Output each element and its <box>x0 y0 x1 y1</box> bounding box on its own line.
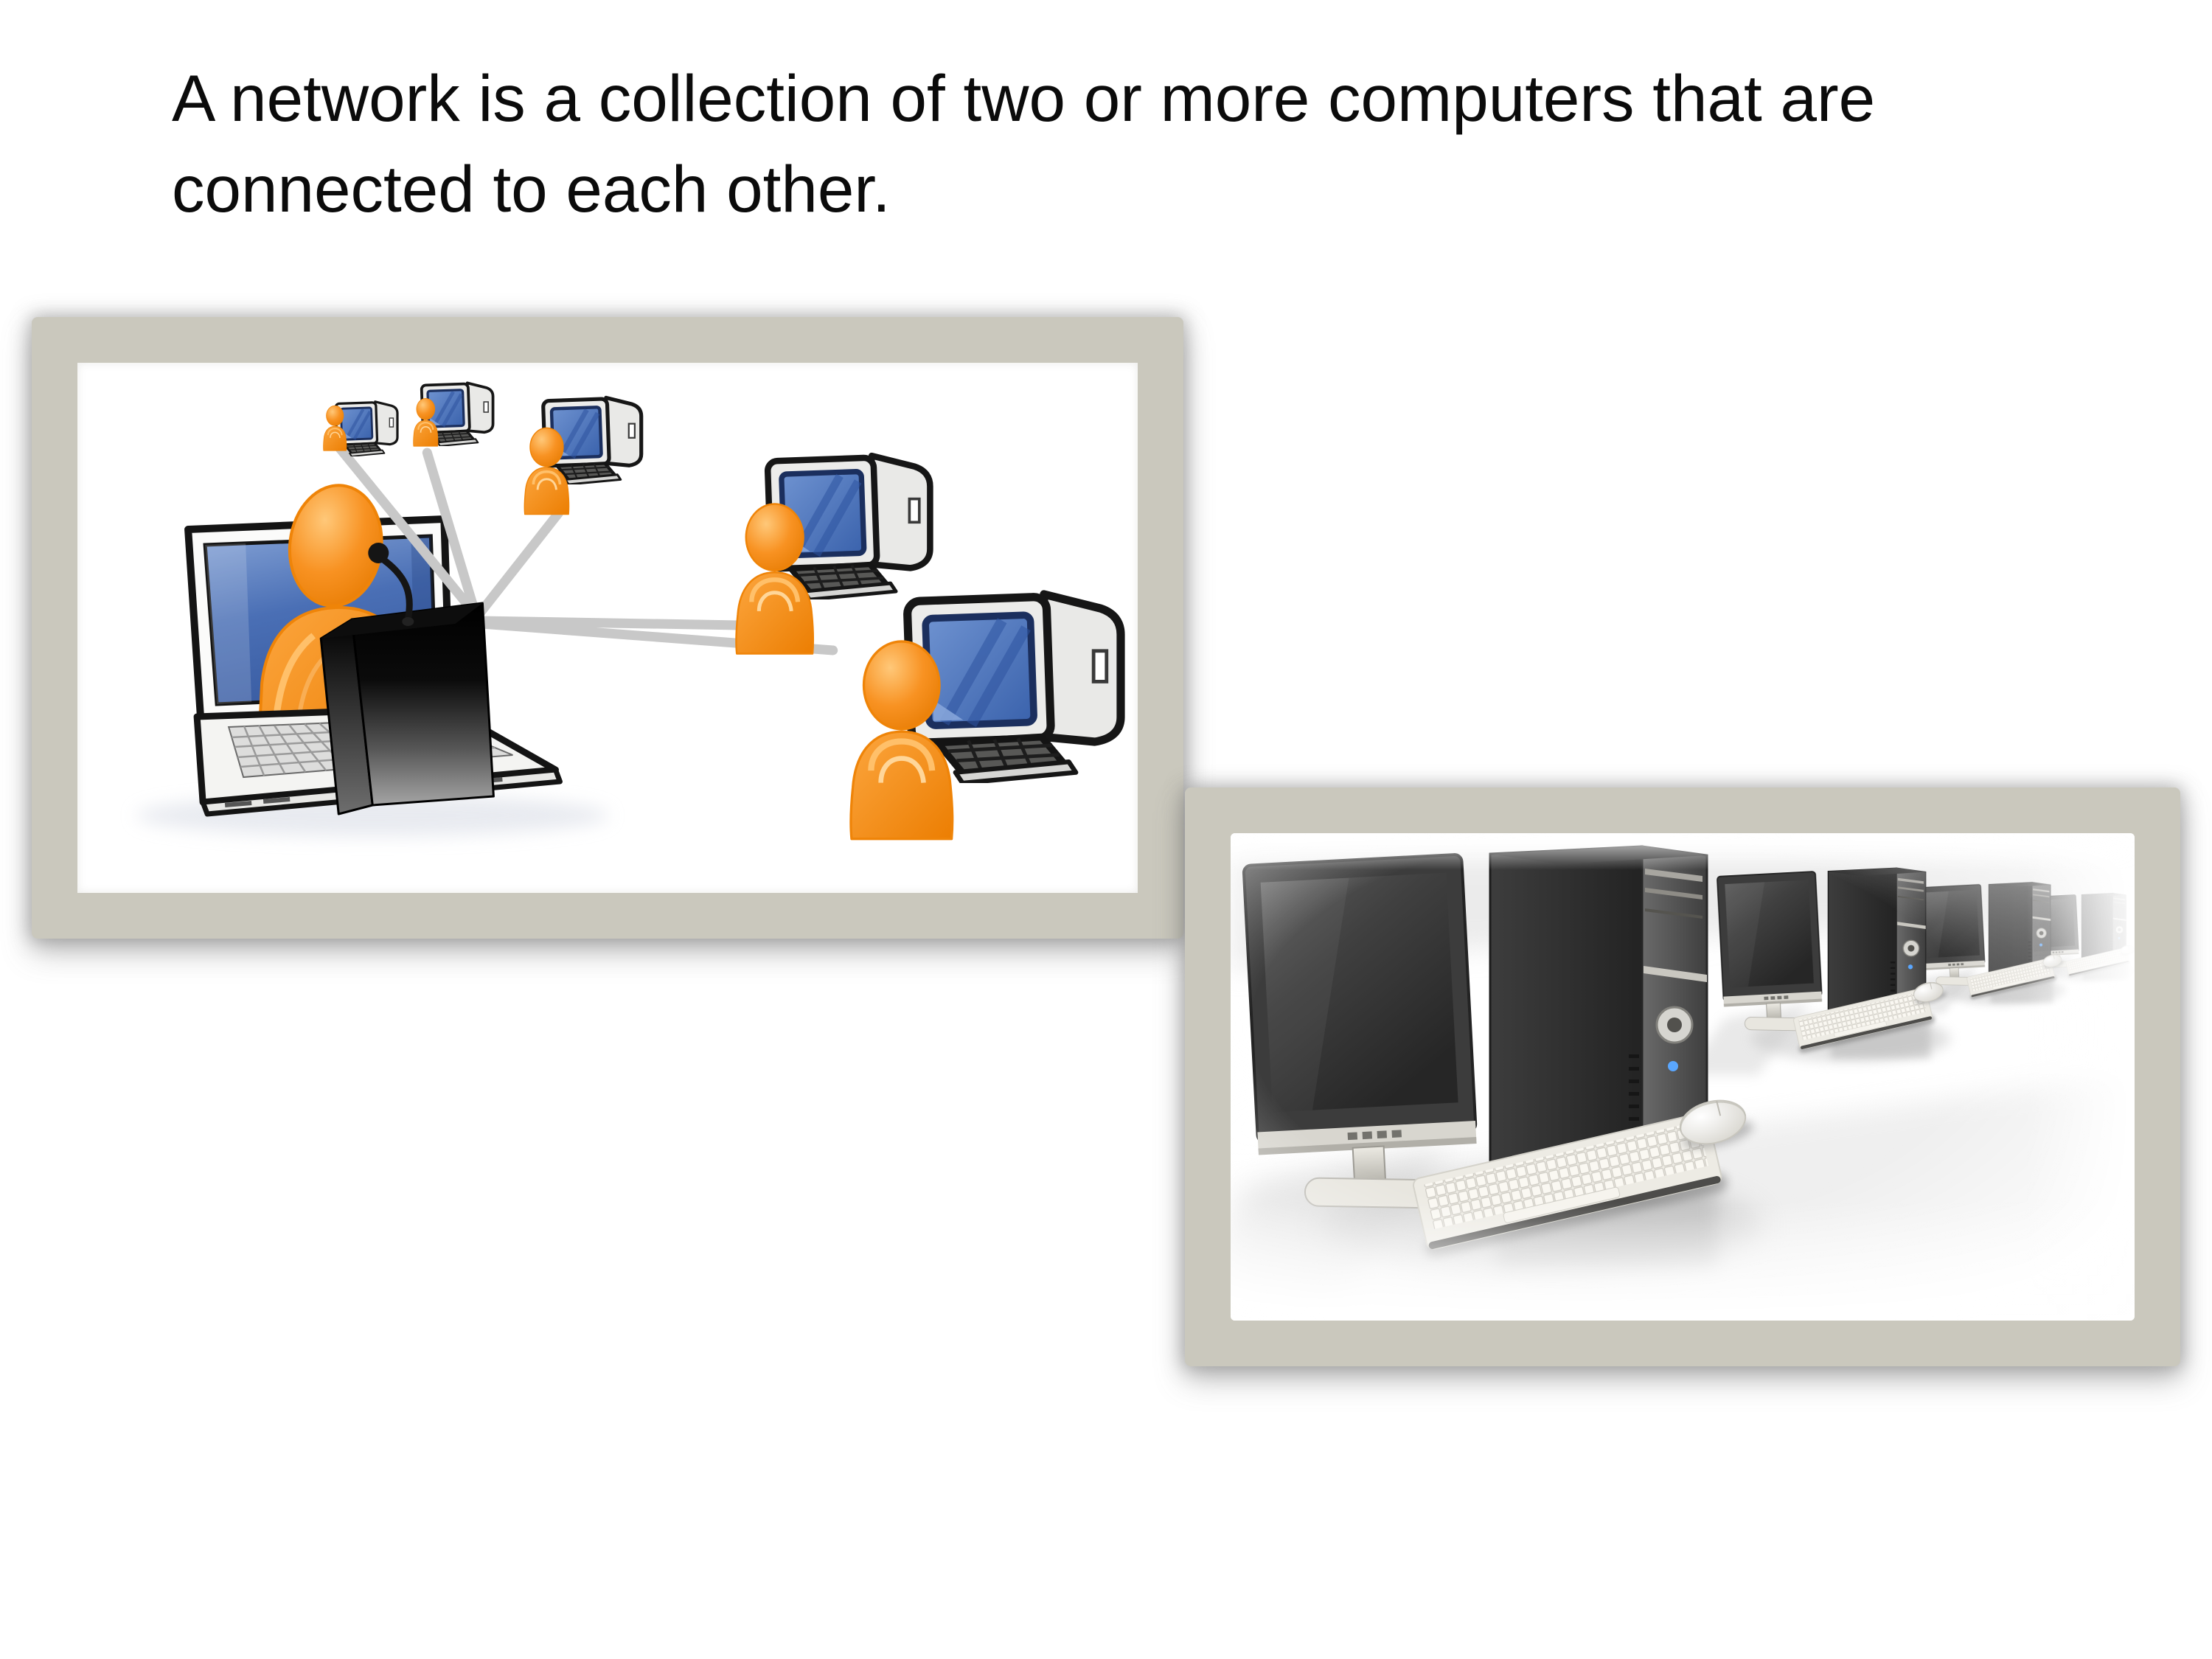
headset-microphone-icon <box>368 543 414 626</box>
audience-station-5 <box>851 594 1121 839</box>
podium <box>319 602 495 815</box>
audience-station-4 <box>736 456 930 653</box>
connection-lines <box>333 442 838 655</box>
top-fade <box>1231 833 2135 870</box>
clipart-figure-frame <box>32 317 1183 939</box>
caption-line-1: A network is a collection of two or more… <box>172 61 1876 135</box>
computer-lab-image <box>1231 833 2135 1321</box>
caption-line-2: connected to each other. <box>172 152 891 226</box>
slide-caption: A network is a collection of two or more… <box>172 53 2030 234</box>
audience-station-2 <box>412 383 493 447</box>
audience-station-1 <box>322 402 397 456</box>
audience-station-3 <box>523 397 641 515</box>
photo-figure-frame <box>1185 787 2180 1366</box>
network-clipart-image <box>136 363 1138 893</box>
photo-figure-mat <box>1231 833 2135 1321</box>
clipart-figure-mat <box>77 363 1138 893</box>
right-fade <box>2027 833 2135 1321</box>
bottom-fade <box>1231 1202 2135 1321</box>
